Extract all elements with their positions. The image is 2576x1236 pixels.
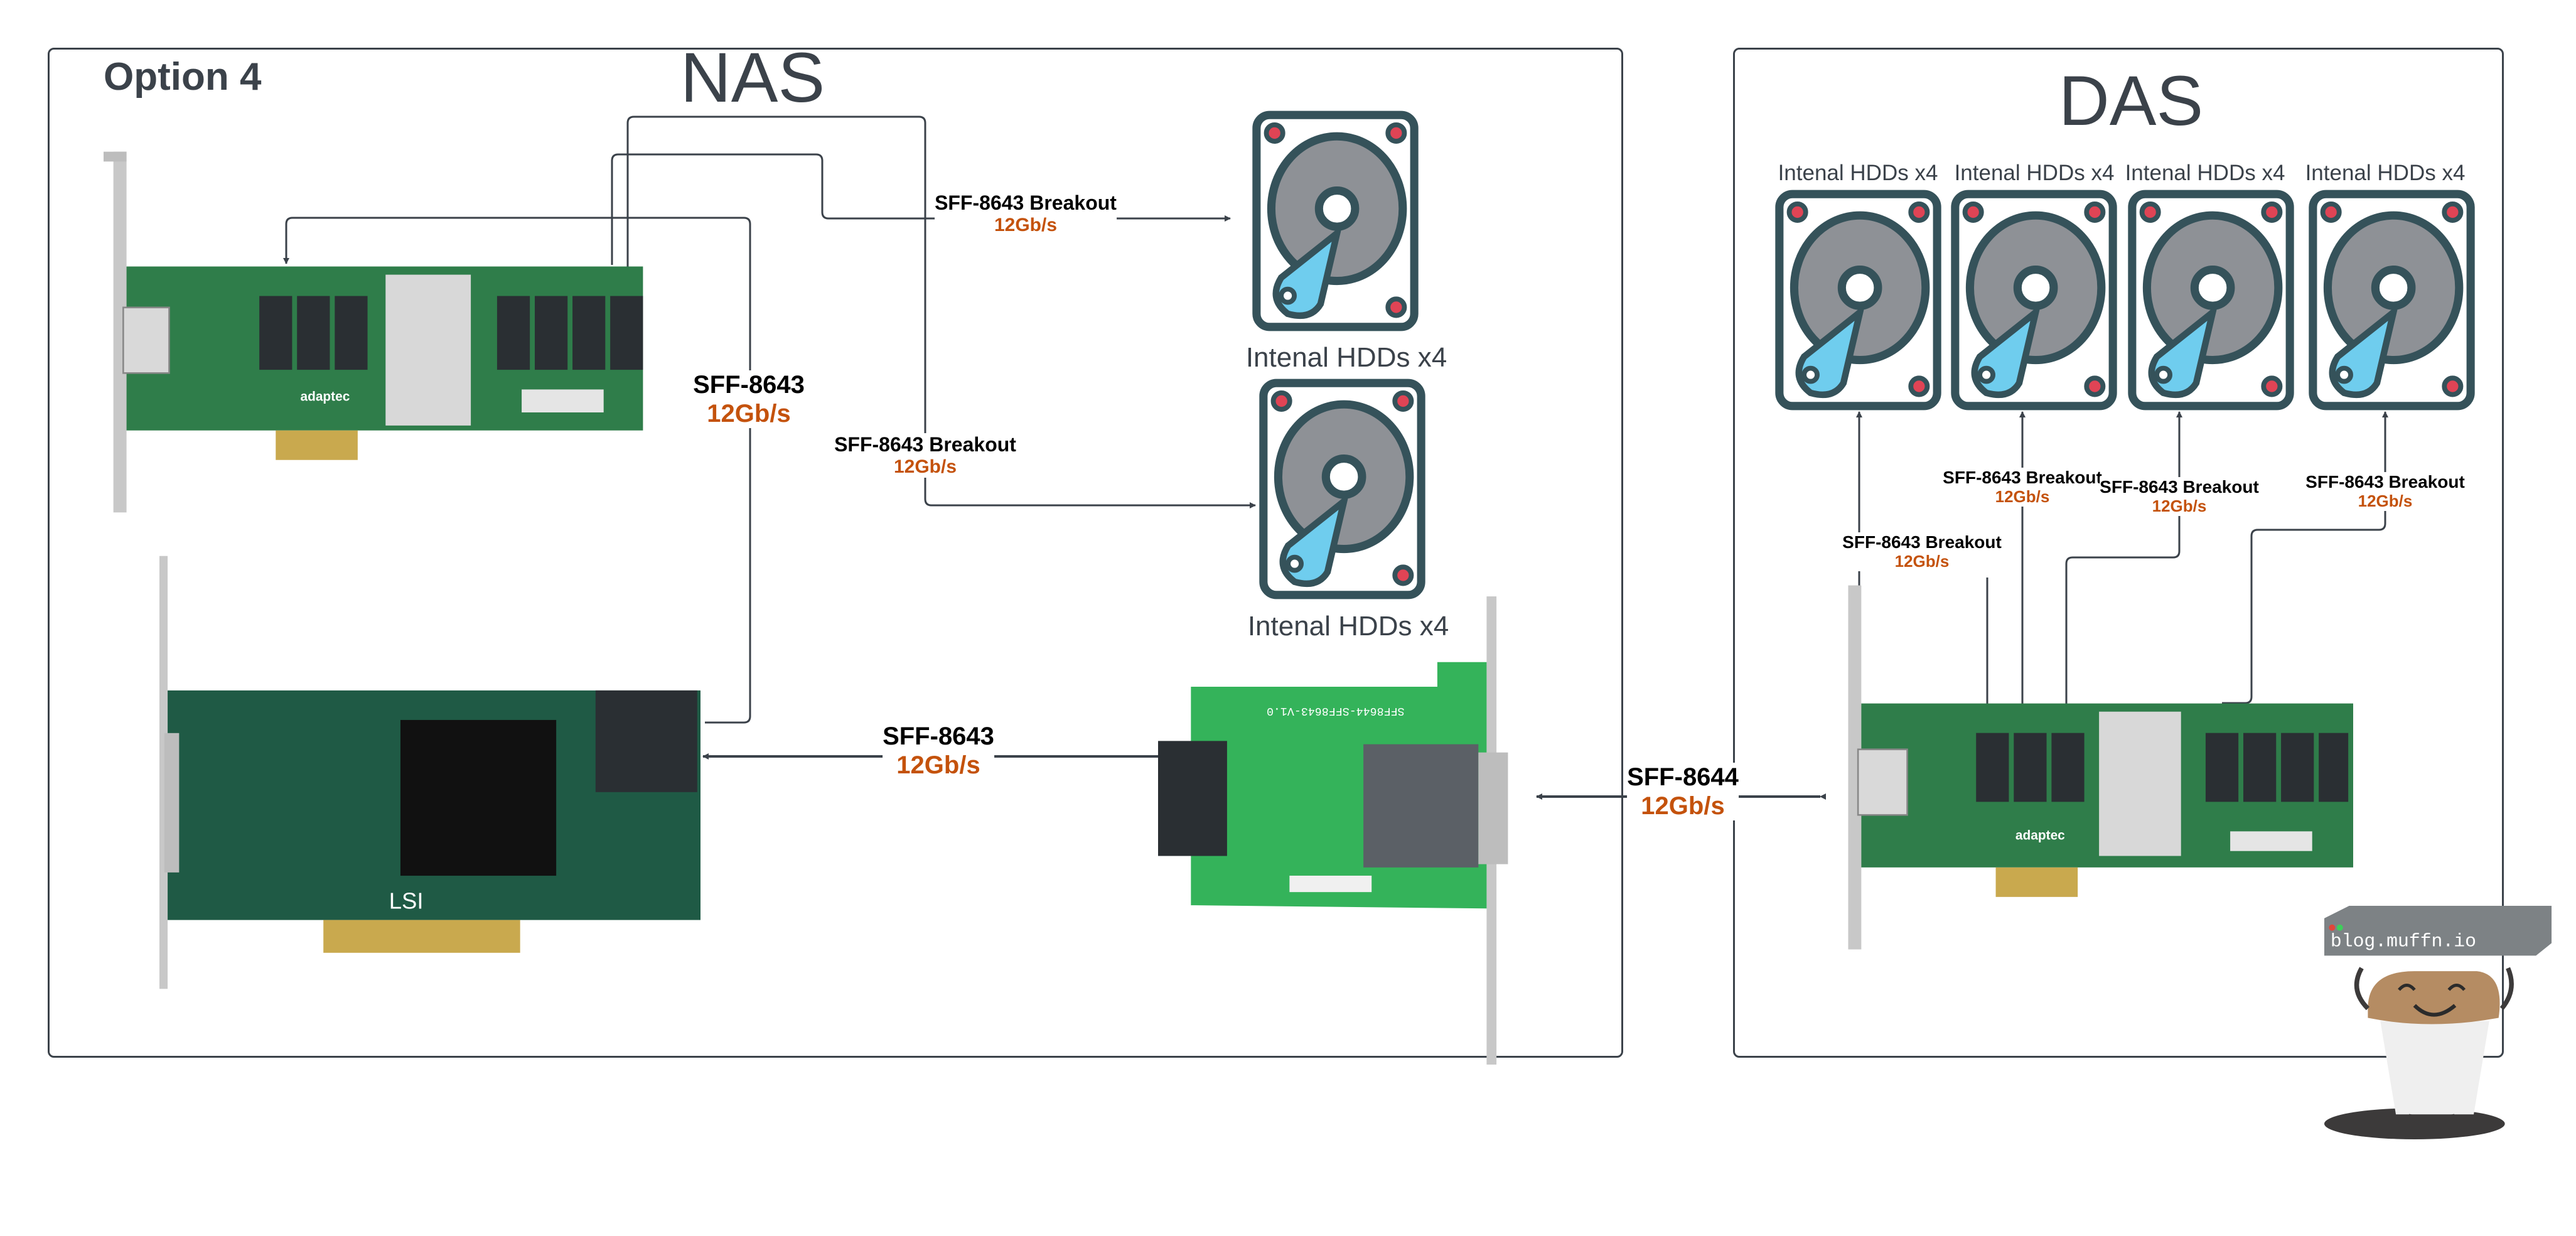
das-link-label-2: SFF-8643 Breakout 12Gb/s (1943, 468, 2102, 507)
das-hdd-label-3: Intenal HDDs x4 (2125, 161, 2285, 185)
link-speed: 12Gb/s (2152, 497, 2207, 516)
link-speed: 12Gb/s (2358, 492, 2413, 511)
link-name: SFF-8643 Breakout (935, 191, 1117, 214)
link-speed: 12Gb/s (893, 456, 957, 477)
muffin-watermark: blog.muffn.io (2324, 905, 2552, 1139)
link-name: SFF-8643 (693, 371, 805, 399)
link-name: SFF-8643 (883, 723, 994, 750)
nas-hdd-icon-1 (1252, 110, 1419, 331)
watermark-text: blog.muffn.io (2331, 930, 2476, 952)
sff8644-sff8643-adapter: SFF8644-SFF8643-V1.0 (1158, 596, 1508, 1065)
link-speed: 12Gb/s (1641, 792, 1725, 820)
link-label-sff8644: SFF-8644 12Gb/s (1627, 763, 1739, 820)
das-adaptec-expander-card: adaptec (1848, 585, 2353, 950)
nas-adaptec-hba-card: adaptec (104, 151, 643, 513)
link-name: SFF-8644 (1627, 763, 1739, 791)
link-label-lsi-adapter: SFF-8643 12Gb/s (883, 722, 994, 780)
link-name: SFF-8643 Breakout (1842, 532, 2002, 552)
lsi-hba-card: LSI (159, 556, 700, 989)
link-speed: 12Gb/s (896, 751, 980, 779)
link-speed: 12Gb/s (1995, 487, 2050, 507)
link-label-breakout-top: SFF-8643 Breakout 12Gb/s (935, 191, 1117, 237)
link-speed: 12Gb/s (1894, 552, 1950, 571)
das-link-label-1: SFF-8643 Breakout 12Gb/s (1842, 532, 2002, 572)
das-hdd-icon-1 (1775, 190, 1941, 411)
das-link-label-3: SFF-8643 Breakout 12Gb/s (2100, 477, 2259, 517)
link-speed: 12Gb/s (707, 400, 791, 427)
link-name: SFF-8643 Breakout (2100, 477, 2259, 497)
lsi-logo-text: LSI (389, 888, 424, 913)
nas-hdd-label-2: Intenal HDDs x4 (1247, 611, 1449, 642)
wire-breakout-1 (626, 116, 1256, 508)
wire-das-4 (2222, 411, 2388, 704)
das-hdd-icon-3 (2128, 190, 2294, 411)
wire-das-3 (2065, 411, 2182, 706)
link-name: SFF-8643 Breakout (1943, 468, 2102, 487)
link-label-breakout-bottom: SFF-8643 Breakout 12Gb/s (834, 433, 1016, 478)
nas-title: NAS (680, 38, 825, 117)
das-link-label-4: SFF-8643 Breakout 12Gb/s (2305, 472, 2465, 512)
link-speed: 12Gb/s (994, 214, 1058, 235)
das-hdd-label-4: Intenal HDDs x4 (2305, 161, 2466, 185)
das-adaptec-logo-text: adaptec (2015, 828, 2065, 842)
wire-breakout-2 (611, 153, 1231, 265)
das-hdd-icon-4 (2309, 190, 2475, 411)
das-hdd-label-1: Intenal HDDs x4 (1778, 161, 1938, 185)
das-hdd-icon-2 (1951, 190, 2117, 411)
wire-lsi-adaptec (283, 217, 751, 724)
link-name: SFF-8643 Breakout (2305, 472, 2465, 492)
nas-hdd-label-1: Intenal HDDs x4 (1245, 342, 1447, 373)
link-name: SFF-8643 Breakout (834, 433, 1016, 456)
das-hdd-label-2: Intenal HDDs x4 (1954, 161, 2115, 185)
nas-hdd-icon-2 (1259, 379, 1425, 599)
nas-container (48, 48, 1623, 1058)
adapter-silk-text: SFF8644-SFF8643-V1.0 (1267, 704, 1405, 717)
das-container (1733, 48, 2504, 1058)
option-label: Option 4 (104, 55, 262, 99)
adaptec-logo-text: adaptec (300, 390, 350, 404)
das-title: DAS (2058, 62, 2204, 140)
link-label-lsi-adaptec: SFF-8643 12Gb/s (693, 370, 805, 428)
